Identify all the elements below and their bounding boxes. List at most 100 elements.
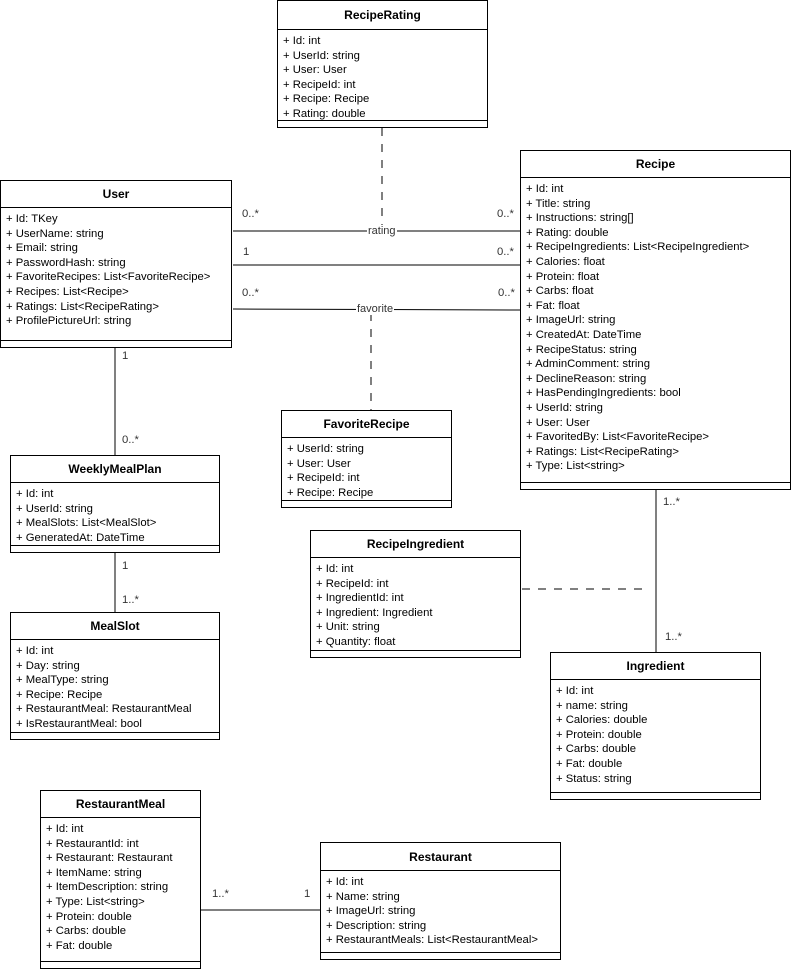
attribute: + RecipeId: int — [283, 78, 356, 91]
operations-divider — [41, 961, 200, 962]
attribute: + Id: int — [283, 35, 321, 47]
operations-divider — [11, 545, 219, 546]
attribute: + RecipeId: int — [316, 577, 389, 590]
operations-divider — [282, 500, 451, 501]
attribute: + Recipe: Recipe — [283, 93, 370, 106]
attribute: + Id: int — [16, 645, 54, 657]
attribute: + Rating: double — [526, 226, 609, 239]
attribute: + Description: string — [326, 919, 427, 932]
attribute: + IsRestaurantMeal: bool — [16, 717, 142, 730]
class-user[interactable]: User + Id: TKey+ UserName: string+ Email… — [0, 180, 232, 348]
attribute: + RestaurantId: int — [46, 837, 139, 850]
attribute: + UserId: string — [16, 502, 93, 515]
attribute: + ImageUrl: string — [326, 905, 416, 918]
class-name: FavoriteRecipe — [282, 411, 451, 438]
attribute: + Id: int — [16, 488, 54, 500]
attribute: + Id: TKey — [6, 213, 58, 225]
attribute: + Fat: double — [46, 939, 113, 952]
class-recipe-ingredient[interactable]: RecipeIngredient + Id: int+ RecipeId: in… — [310, 530, 521, 658]
class-weekly-meal-plan[interactable]: WeeklyMealPlan + Id: int + UserId: string… — [10, 455, 220, 553]
attribute: + Fat: float — [526, 299, 580, 312]
attribute: + CreatedAt: DateTime — [526, 328, 642, 341]
class-restaurant-meal[interactable]: RestaurantMeal + Id: int + RestaurantId: … — [40, 790, 201, 969]
attribute: + PasswordHash: string — [6, 256, 126, 269]
attribute: + Id: int — [46, 823, 84, 835]
recipe-ingredient-from-multiplicity: 1..* — [663, 496, 680, 508]
attribute-list: + Id: TKey + UserName: string + Email: str… — [1, 208, 231, 329]
attribute: + Email: string — [6, 242, 78, 255]
class-name: MealSlot — [11, 613, 219, 640]
attribute: + Id: int — [526, 183, 564, 195]
class-name: Ingredient — [551, 653, 760, 680]
class-recipe-rating[interactable]: RecipeRating + Id: int + UserId: string + … — [277, 0, 488, 128]
attribute: + GeneratedAt: DateTime — [16, 531, 145, 544]
attribute: + UserId: string — [287, 443, 364, 455]
attribute: + Instructions: string[] — [526, 212, 634, 225]
attribute: + Type: List<string> — [46, 895, 145, 908]
operations-divider — [11, 732, 219, 733]
favorite-to-multiplicity: 0..* — [498, 287, 515, 299]
attribute: + Protein: double — [46, 910, 132, 923]
authored-to-multiplicity: 0..* — [497, 246, 514, 258]
rating-from-multiplicity: 0..* — [242, 208, 259, 220]
attribute: + Recipe: Recipe — [287, 486, 374, 499]
attribute: + name: string — [556, 699, 628, 712]
attribute: + Type: List<string> — [526, 460, 625, 473]
operations-divider — [521, 482, 790, 483]
attribute-list: + Id: int + UserId: string + MealSlots: Li… — [11, 483, 219, 545]
attribute-list: + Id: int+ RecipeId: int+ IngredientId: … — [311, 558, 520, 650]
class-recipe[interactable]: Recipe + Id: int+ Title: string+ Instruc… — [520, 150, 791, 490]
attribute: + DeclineReason: string — [526, 372, 647, 385]
attribute: + Status: string — [556, 772, 632, 785]
attribute: + Ratings: List<RecipeRating> — [526, 445, 679, 458]
class-meal-slot[interactable]: MealSlot + Id: int+ Day: string+ MealTyp… — [10, 612, 220, 740]
class-name: RecipeRating — [278, 1, 487, 30]
attribute: + Id: int — [326, 876, 364, 888]
attribute: + UserName: string — [6, 227, 104, 240]
attribute: + Carbs: double — [556, 743, 637, 756]
operations-divider — [1, 340, 231, 341]
meal-restaurant-from-multiplicity: 1..* — [212, 888, 229, 900]
favorite-from-multiplicity: 0..* — [242, 287, 259, 299]
attribute: + MealSlots: List<MealSlot> — [16, 517, 157, 530]
attribute: + Carbs: float — [526, 285, 594, 298]
operations-divider — [321, 952, 560, 953]
attribute: + UserId: string — [283, 49, 360, 62]
attribute: + Ratings: List<RecipeRating> — [6, 300, 159, 313]
attribute: + RecipeIngredients: List<RecipeIngredie… — [526, 241, 750, 254]
authored-from-multiplicity: 1 — [243, 246, 250, 258]
user-plan-to-multiplicity: 0..* — [122, 434, 139, 446]
attribute: + Rating: double — [283, 107, 366, 120]
attribute: + FavoriteRecipes: List<FavoriteRecipe> — [6, 271, 211, 284]
attribute: + AdminComment: string — [526, 358, 651, 371]
attribute: + RestaurantMeals: List<RestaurantMeal> — [326, 934, 538, 947]
attribute: + ImageUrl: string — [526, 314, 616, 327]
recipe-ingredient-to-multiplicity: 1..* — [665, 631, 682, 643]
class-ingredient[interactable]: Ingredient + Id: int + name: string + Calo… — [550, 652, 761, 800]
attribute: + Calories: double — [556, 714, 648, 727]
attribute-list: + Id: int + Name: string + ImageUrl: strin… — [321, 871, 560, 948]
attribute: + Carbs: double — [46, 925, 127, 938]
attribute: + Fat: double — [556, 757, 623, 770]
attribute: + RecipeId: int — [287, 472, 360, 485]
rating-to-multiplicity: 0..* — [497, 208, 514, 220]
attribute: + Id: int — [556, 685, 594, 697]
class-name: RestaurantMeal — [41, 791, 200, 818]
class-restaurant[interactable]: Restaurant + Id: int+ Name: string+ Imag… — [320, 842, 561, 960]
user-plan-from-multiplicity: 1 — [122, 350, 129, 362]
class-name: WeeklyMealPlan — [11, 456, 219, 483]
attribute-list: + Id: int+ UserId: string+ User: User+ R… — [278, 30, 487, 122]
attribute: + Ingredient: Ingredient — [316, 606, 433, 619]
attribute: + UserId: string — [526, 401, 603, 414]
favorite-label: favorite — [356, 303, 395, 315]
attribute: + Quantity: float — [316, 635, 396, 648]
class-favorite-recipe[interactable]: FavoriteRecipe + UserId: string+ User: U… — [281, 410, 452, 508]
attribute-list: + UserId: string+ User: User+ RecipeId: … — [282, 438, 451, 500]
attribute: + FavoritedBy: List<FavoriteRecipe> — [526, 431, 710, 444]
attribute: + Name: string — [326, 890, 400, 903]
attribute: + Recipes: List<Recipe> — [6, 285, 129, 298]
attribute: + Protein: float — [526, 270, 600, 283]
attribute: + Restaurant: Restaurant — [46, 852, 173, 865]
class-name: Recipe — [521, 151, 790, 178]
attribute-list: + Id: int + RestaurantId: int + Restaurant… — [41, 818, 200, 953]
